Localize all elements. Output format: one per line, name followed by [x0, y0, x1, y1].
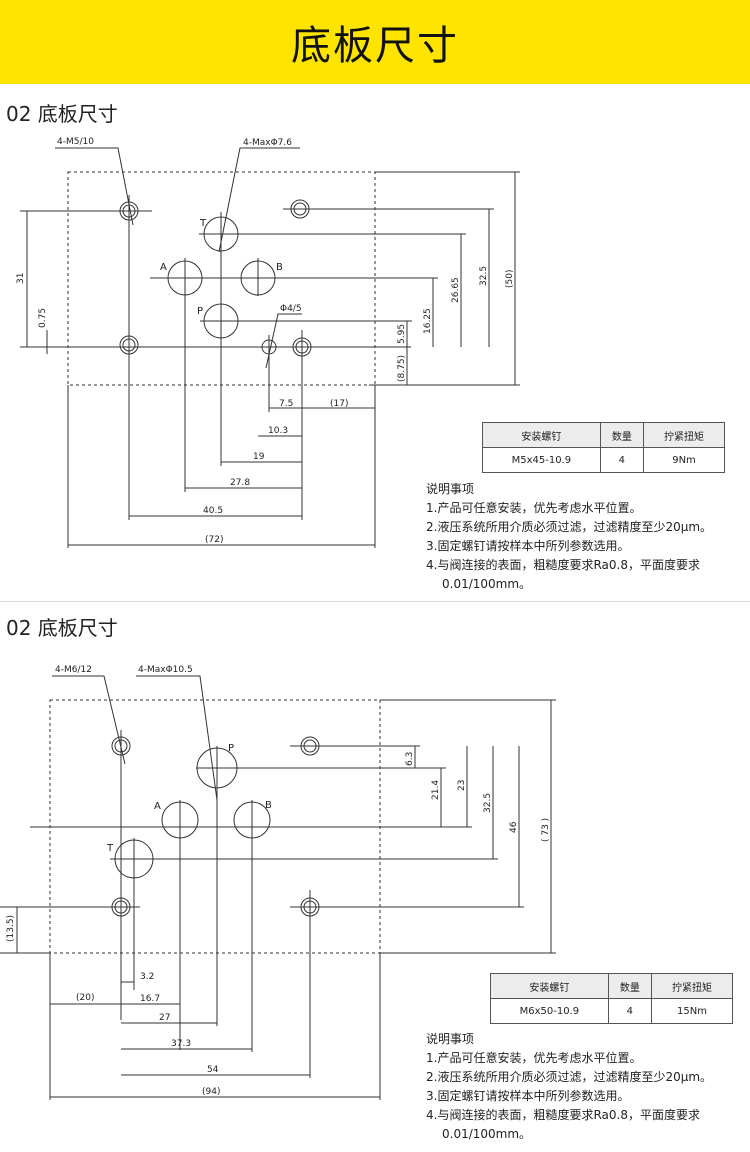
dim-label: (72)	[205, 535, 223, 545]
dim-label: (20)	[76, 993, 94, 1003]
dim-label: 31	[16, 273, 26, 284]
table-header: 安装螺钉	[490, 973, 609, 999]
section1-notes: 说明事项 1.产品可任意安装，优先考虑水平位置。 2.液压系统所用介质必须过滤，…	[426, 480, 712, 594]
screw-spec-label: 4-M5/10	[57, 137, 94, 147]
dim-label: 3.2	[140, 972, 154, 982]
port-dia-label: 4-MaxΦ10.5	[138, 665, 193, 675]
table-cell: 4	[599, 447, 645, 473]
note-item: 3.固定螺钉请按样本中所列参数选用。	[426, 1089, 630, 1103]
port-T-label: T	[199, 218, 207, 229]
table-cell: 4	[607, 998, 653, 1024]
dim-label: 27	[159, 1013, 170, 1023]
dim-label: 32.5	[479, 266, 489, 286]
dim-label: (17)	[330, 399, 348, 409]
dim-label: 21.4	[431, 780, 441, 800]
section1-screw-table: 安装螺钉 数量 拧紧扭矩 M5x45-10.9 4 9Nm	[482, 422, 725, 473]
table-header: 拧紧扭矩	[651, 973, 733, 999]
dim-label: ( 73 )	[541, 818, 551, 842]
port-T-label: T	[106, 843, 114, 854]
table-header: 数量	[599, 422, 645, 448]
dim-label: 7.5	[279, 399, 293, 409]
dim-label: 16.25	[423, 308, 433, 334]
dim-label: (94)	[202, 1087, 220, 1097]
port-P-label: P	[197, 306, 203, 317]
note-item: 1.产品可任意安装，优先考虑水平位置。	[426, 501, 642, 515]
dim-label: 40.5	[203, 506, 223, 516]
port-dia-label: 4-MaxΦ7.6	[243, 138, 292, 148]
note-item: 0.01/100mm。	[442, 1127, 532, 1141]
dim-label: 5.95	[397, 324, 407, 344]
table-cell: M6x50-10.9	[490, 998, 609, 1024]
banner-title: 底板尺寸	[291, 23, 459, 69]
note-item: 2.液压系统所用介质必须过滤，过滤精度至少20μm。	[426, 520, 713, 534]
dim-label: 37.3	[171, 1039, 191, 1049]
port-A-label: A	[160, 262, 167, 273]
note-item: 4.与阀连接的表面，粗糙度要求Ra0.8，平面度要求	[426, 558, 700, 572]
note-item: 4.与阀连接的表面，粗糙度要求Ra0.8，平面度要求	[426, 1108, 700, 1122]
dim-label: 27.8	[230, 478, 250, 488]
dim-label: 10.3	[268, 426, 288, 436]
notes-title: 说明事项	[426, 1032, 475, 1046]
table-header: 数量	[607, 973, 653, 999]
dim-label: 0.75	[38, 308, 48, 328]
section-divider	[0, 601, 750, 602]
table-cell: M5x45-10.9	[482, 447, 601, 473]
dim-label: 26.65	[451, 277, 461, 303]
port-A-label: A	[154, 801, 161, 812]
port-P-label: P	[228, 743, 234, 754]
page-banner: 底板尺寸	[0, 0, 750, 84]
dim-label: 54	[207, 1065, 219, 1075]
table-header: 拧紧扭矩	[643, 422, 725, 448]
table-cell: 9Nm	[643, 447, 725, 473]
section2-notes: 说明事项 1.产品可任意安装，优先考虑水平位置。 2.液压系统所用介质必须过滤，…	[426, 1030, 712, 1144]
dim-label: (8.75)	[397, 355, 407, 382]
table-cell: 15Nm	[651, 998, 733, 1024]
note-item: 1.产品可任意安装，优先考虑水平位置。	[426, 1051, 642, 1065]
port-B-label: B	[276, 262, 283, 273]
pin-dia-label: Φ4/5	[280, 304, 302, 314]
dim-label: 46	[509, 821, 519, 833]
section2-screw-table: 安装螺钉 数量 拧紧扭矩 M6x50-10.9 4 15Nm	[490, 973, 733, 1024]
dim-label: (50)	[505, 270, 515, 288]
section2-title: 02 底板尺寸	[6, 616, 118, 640]
screw-spec-label: 4-M6/12	[55, 665, 92, 675]
dim-label: 32.5	[483, 793, 493, 813]
dim-label: 19	[253, 452, 265, 462]
dim-label: 23	[457, 780, 467, 791]
note-item: 2.液压系统所用介质必须过滤，过滤精度至少20μm。	[426, 1070, 713, 1084]
note-item: 3.固定螺钉请按样本中所列参数选用。	[426, 539, 630, 553]
section1-title: 02 底板尺寸	[6, 102, 118, 126]
dim-label: 16.7	[140, 994, 160, 1004]
note-item: 0.01/100mm。	[442, 577, 532, 591]
notes-title: 说明事项	[426, 482, 475, 496]
port-B-label: B	[265, 800, 272, 811]
table-header: 安装螺钉	[482, 422, 601, 448]
dim-label: (13.5)	[6, 915, 16, 942]
dim-label: 6.3	[405, 752, 415, 766]
